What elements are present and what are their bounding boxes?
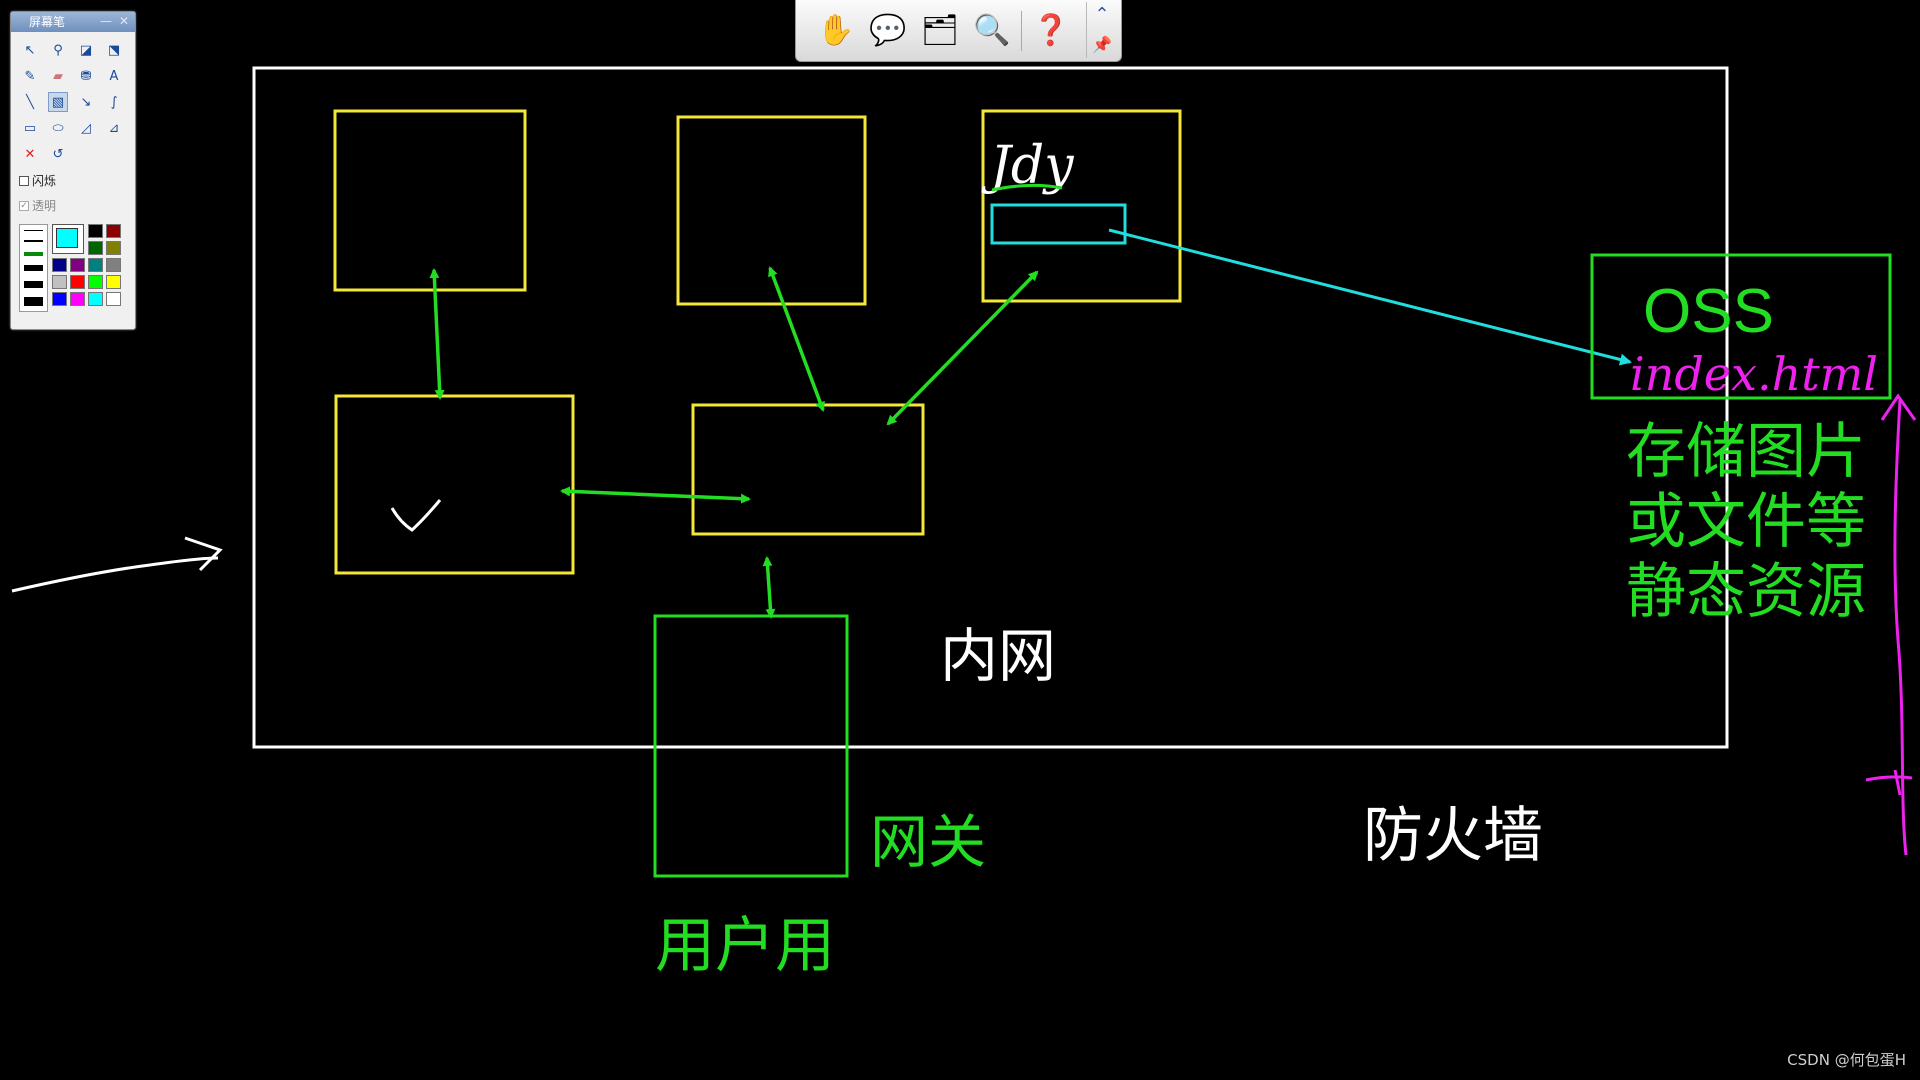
collapse-icon[interactable]: ⌃	[1094, 4, 1110, 25]
comment-icon[interactable]: 💬	[869, 13, 907, 48]
color-swatch[interactable]	[88, 275, 103, 289]
upload-component-box	[990, 203, 1127, 245]
transparent-checkbox-box: ✓	[19, 200, 29, 211]
service-box-4	[334, 394, 575, 575]
gateway-label: 网关	[870, 808, 986, 876]
screenshot-icon[interactable]: ◪	[79, 42, 93, 58]
handwriting-underline	[991, 183, 1063, 192]
firewall-label: 防火墙	[1363, 801, 1543, 871]
slides-icon[interactable]: 🗂	[920, 13, 960, 48]
color-swatch[interactable]	[88, 258, 103, 272]
pen-tools-grid: ↖ ⚲ ◪ ⬔ ✎ ▰ ⛃ A ╲ ▧ ↘ ∫ ▭ ⬭ ◿ ⊿ ✕ ↺	[11, 32, 135, 164]
arrow-box1-box4	[429, 268, 445, 400]
close-button[interactable]: ✕	[118, 14, 130, 28]
oss-file-label: index.html	[1630, 347, 1878, 401]
zoom-icon[interactable]: ⚲	[53, 42, 63, 58]
line-width-picker[interactable]	[19, 224, 48, 312]
width-option-6[interactable]	[24, 297, 43, 307]
color-swatch[interactable]	[106, 224, 121, 238]
oss-desc-line-1: 存储图片	[1626, 417, 1866, 487]
current-color[interactable]	[52, 224, 84, 254]
width-option-2[interactable]	[24, 240, 43, 243]
pen-window-title: 屏幕笔	[29, 15, 66, 29]
fill-icon[interactable]: ⛃	[80, 68, 92, 84]
highlight-icon[interactable]: ▧	[48, 92, 68, 112]
oss-box	[1590, 253, 1892, 400]
magnifier-icon[interactable]: 🔍	[973, 13, 1011, 48]
eraser-icon[interactable]: ▰	[53, 68, 63, 84]
toolbar-separator	[1021, 10, 1022, 51]
incoming-arrowhead	[184, 536, 223, 572]
screen-pen-window[interactable]: 屏幕笔 — ✕ ↖ ⚲ ◪ ⬔ ✎ ▰ ⛃ A ╲ ▧ ↘ ∫ ▭ ⬭ ◿ ⊿ …	[10, 11, 136, 330]
ellipse-icon[interactable]: ⬭	[52, 120, 64, 136]
magenta-arrowhead	[1880, 393, 1917, 421]
color-swatch[interactable]	[106, 275, 121, 289]
color-swatch[interactable]	[106, 292, 121, 306]
width-option-5[interactable]	[24, 280, 43, 288]
pin-icon[interactable]: ⬔	[107, 42, 121, 58]
minimize-button[interactable]: —	[100, 14, 112, 28]
color-swatch[interactable]	[70, 275, 85, 289]
pin-toolbar-icon[interactable]: 📌	[1092, 35, 1112, 54]
watermark: CSDN @何包蛋H	[1787, 1051, 1906, 1069]
service-box-3	[981, 109, 1182, 303]
color-swatch[interactable]	[106, 241, 121, 255]
magenta-tail	[1865, 769, 1913, 796]
color-palette	[52, 224, 122, 312]
flash-checkbox[interactable]: 闪烁	[11, 172, 135, 189]
transparent-checkbox: ✓ 透明	[11, 197, 135, 214]
pen-icon[interactable]: ✎	[24, 68, 36, 84]
gateway-box	[653, 614, 849, 878]
color-swatch[interactable]	[106, 258, 121, 272]
polyline-icon[interactable]: ⊿	[108, 120, 120, 136]
user-label: 用户用	[655, 911, 835, 981]
pen-window-titlebar[interactable]: 屏幕笔 — ✕	[11, 12, 135, 32]
oss-desc-line-2: 或文件等	[1626, 487, 1866, 557]
arrow-box4-box5	[560, 486, 751, 504]
help-icon[interactable]: ❓	[1032, 13, 1070, 48]
color-swatch[interactable]	[88, 241, 103, 255]
oss-label: OSS	[1643, 277, 1774, 346]
width-option-4[interactable]	[24, 265, 43, 272]
color-swatch[interactable]	[88, 292, 103, 306]
hand-icon[interactable]: ✋	[817, 13, 855, 48]
intranet-boundary	[252, 66, 1729, 749]
arrow-gateway-box5	[762, 556, 776, 619]
clear-icon[interactable]: ✕	[24, 146, 36, 162]
color-swatch[interactable]	[70, 292, 85, 306]
color-swatch[interactable]	[70, 258, 85, 272]
text-icon[interactable]: A	[109, 68, 119, 84]
oss-desc-line-3: 静态资源	[1626, 557, 1866, 627]
color-swatch[interactable]	[88, 224, 103, 238]
color-swatch[interactable]	[52, 258, 67, 272]
polygon-icon[interactable]: ◿	[81, 120, 91, 136]
arrow-icon[interactable]: ↘	[80, 94, 92, 110]
service-box-1	[333, 109, 527, 292]
select-icon[interactable]: ↖	[24, 42, 36, 58]
toolbar-side-controls: ⌃ 📌	[1086, 2, 1117, 58]
flash-checkbox-box[interactable]	[19, 175, 29, 186]
presenter-toolbar: ✋ 💬 🗂 🔍 ❓ ⌃ 📌	[795, 0, 1122, 62]
rectangle-icon[interactable]: ▭	[23, 120, 37, 136]
arrow-box2-box5	[768, 266, 825, 412]
curve-icon[interactable]: ∫	[110, 94, 118, 110]
intranet-label: 内网	[940, 622, 1056, 690]
check-mark	[390, 499, 442, 532]
color-swatch[interactable]	[52, 275, 67, 289]
arrow-box3-box5	[886, 270, 1039, 426]
transparent-label: 透明	[32, 199, 57, 213]
undo-icon[interactable]: ↺	[52, 146, 64, 162]
arrow-to-oss	[1108, 228, 1632, 366]
color-swatch[interactable]	[52, 292, 67, 306]
magenta-upload-arrow	[1893, 399, 1908, 856]
flash-label: 闪烁	[32, 174, 57, 188]
width-option-1[interactable]	[24, 229, 43, 231]
width-option-3[interactable]	[24, 251, 43, 256]
incoming-request-arrow	[11, 556, 219, 593]
line-icon[interactable]: ╲	[26, 94, 34, 110]
